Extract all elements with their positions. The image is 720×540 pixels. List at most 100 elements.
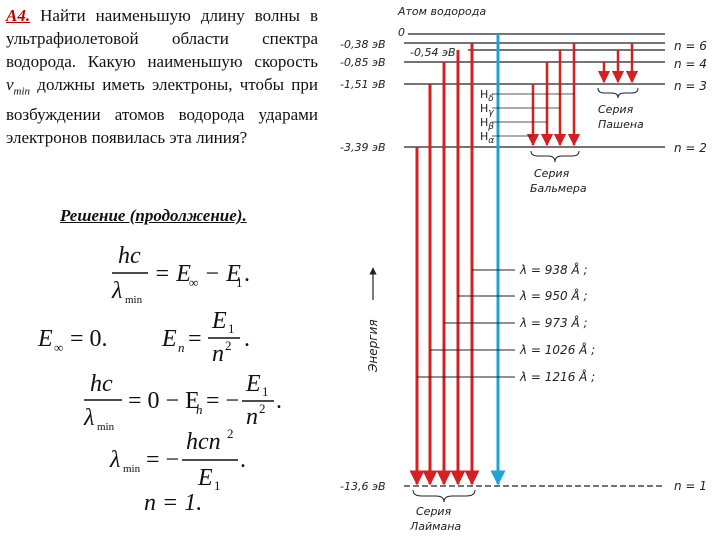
solution-heading: Решение (продолжение). — [60, 206, 247, 225]
f3-num-sub: 1 — [262, 384, 269, 399]
wavelength-950: λ = 950 Å ; — [519, 288, 588, 303]
energy-label-151: -1,51 эВ — [340, 78, 386, 91]
energy-levels — [404, 33, 665, 487]
paschen-transitions — [597, 43, 639, 84]
h-gamma-base: H — [480, 102, 488, 115]
f3-den: n — [246, 404, 258, 430]
lyman-brace — [412, 489, 476, 503]
balmer-label-1: Серия — [534, 167, 570, 180]
f3-n: n — [196, 402, 203, 417]
wavelength-973: λ = 973 Å ; — [519, 315, 588, 330]
problem-text-end: должны иметь электроны, чтобы при возбуж… — [6, 75, 318, 148]
lyman-label-1: Серия — [416, 505, 452, 518]
f2b-den: n — [212, 341, 224, 367]
f2b-eq: = — [188, 326, 202, 352]
f4-min: min — [123, 463, 141, 475]
f3-numerator: hc — [90, 371, 113, 397]
wavelength-leaders — [417, 269, 515, 378]
f4-den-sub: 1 — [214, 478, 221, 493]
h-alpha-base: H — [480, 130, 488, 143]
f4-sq: 2 — [227, 426, 234, 441]
f4-dot: . — [240, 447, 246, 473]
f2b-sq: 2 — [225, 338, 232, 353]
lyman-label-2: Лаймана — [409, 520, 461, 533]
f4-num: hcn — [186, 429, 221, 455]
formula-e-infinity: E ∞ = 0. — [37, 326, 108, 355]
f2b-num: E — [211, 308, 227, 334]
paschen-brace — [597, 87, 639, 99]
h-line-labels: Hδ Hγ Hβ Hα — [480, 88, 494, 146]
h-line-leaders — [492, 93, 574, 137]
level-labels: n = 6 n = 4 n = 3 n = 2 n = 1 — [674, 39, 707, 493]
problem-text-start: Найти наименьшую длину волны в ультрафио… — [6, 6, 318, 71]
label-n2: n = 2 — [674, 141, 707, 155]
nu-symbol: v — [6, 75, 14, 94]
label-n4: n = 4 — [674, 57, 707, 71]
f4-den: E — [197, 465, 213, 491]
h-gamma-sub: γ — [488, 108, 494, 118]
formula-lambda-min: λ min = − hcn 2 E 1 . — [109, 426, 246, 493]
balmer-label-2: Бальмера — [530, 182, 587, 195]
energy-label-136: -13,6 эВ — [340, 480, 386, 493]
wavelength-1216: λ = 1216 Å ; — [519, 369, 595, 384]
formula-substitution: hc λ min = 0 − E n = − E 1 n 2 . — [83, 371, 282, 433]
wavelength-938: λ = 938 Å ; — [519, 262, 588, 277]
f2b-dot: . — [244, 326, 250, 352]
paschen-label-2: Пашена — [598, 118, 644, 131]
wavelength-labels: λ = 938 Å ; λ = 950 Å ; λ = 973 Å ; λ = … — [519, 262, 595, 384]
energy-label-339: -3,39 эВ — [340, 141, 386, 154]
svg-text:Hα: Hα — [480, 130, 494, 146]
energy-label-054: -0,54 эВ — [410, 46, 456, 59]
nu-subscript: min — [13, 85, 31, 98]
hydrogen-energy-diagram: Атом водорода 0 -0,38 эВ -0,54 эВ -0,85 … — [340, 5, 707, 533]
formula-energy-difference: hc λ min = E ∞ − E 1 . — [111, 243, 250, 306]
formula-n-equals-one: n = 1. — [144, 490, 202, 516]
f2a-inf: ∞ — [54, 340, 63, 355]
energy-label-zero: 0 — [398, 26, 405, 39]
f1-numerator: hc — [118, 243, 141, 269]
balmer-brace — [530, 150, 580, 163]
f4-lambda: λ — [109, 447, 120, 473]
f3-num: E — [245, 371, 261, 397]
series-labels: Серия Пашена Серия Бальмера Серия Лайман… — [409, 103, 644, 533]
svg-text:Hβ: Hβ — [480, 116, 494, 132]
energy-labels: 0 -0,38 эВ -0,54 эВ -0,85 эВ -1,51 эВ -3… — [340, 26, 456, 493]
f1-dot: . — [244, 261, 250, 287]
problem-number: А4. — [6, 6, 31, 25]
h-delta-base: H — [480, 88, 488, 101]
h-alpha-sub: α — [488, 136, 494, 146]
f3-lambda: λ — [83, 405, 94, 431]
problem-statement: А4. Найти наименьшую длину волны в ультр… — [6, 4, 318, 149]
f3-sq: 2 — [259, 401, 266, 416]
diagram-title: Атом водорода — [397, 5, 486, 18]
lyman-transitions — [409, 43, 480, 486]
f1-minus-e: − E — [204, 261, 241, 287]
f1-min: min — [125, 294, 143, 306]
formula-e-n: E n = E 1 n 2 . — [161, 308, 250, 367]
f1-lambda: λ — [111, 278, 122, 304]
f3-eq: = − — [206, 388, 239, 414]
label-n6: n = 6 — [674, 39, 707, 53]
f1-rhs: = E — [154, 261, 191, 287]
f3-dot: . — [276, 388, 282, 414]
label-n1: n = 1 — [674, 479, 707, 493]
formula-block: hc λ min = E ∞ − E 1 . E ∞ = 0. E n = E … — [37, 243, 282, 516]
f2b-e: E — [161, 326, 177, 352]
f2b-num-sub: 1 — [228, 321, 235, 336]
svg-text:Hδ: Hδ — [480, 88, 494, 104]
energy-label-085: -0,85 эВ — [340, 56, 386, 69]
svg-text:Hγ: Hγ — [480, 102, 494, 118]
paschen-label-1: Серия — [598, 103, 634, 116]
wavelength-1026: λ = 1026 Å ; — [519, 342, 595, 357]
f3-mid: = 0 − E — [128, 388, 200, 414]
label-n3: n = 3 — [674, 79, 707, 93]
series-braces — [412, 87, 639, 503]
f2b-n: n — [178, 340, 185, 355]
f2a-rhs: = 0. — [70, 326, 108, 352]
f3-min: min — [97, 421, 115, 433]
f1-sub-one: 1 — [236, 275, 243, 290]
energy-label-038: -0,38 эВ — [340, 38, 386, 51]
f1-inf: ∞ — [189, 275, 198, 290]
f2a-e: E — [37, 326, 53, 352]
f4-eq: = − — [146, 447, 179, 473]
